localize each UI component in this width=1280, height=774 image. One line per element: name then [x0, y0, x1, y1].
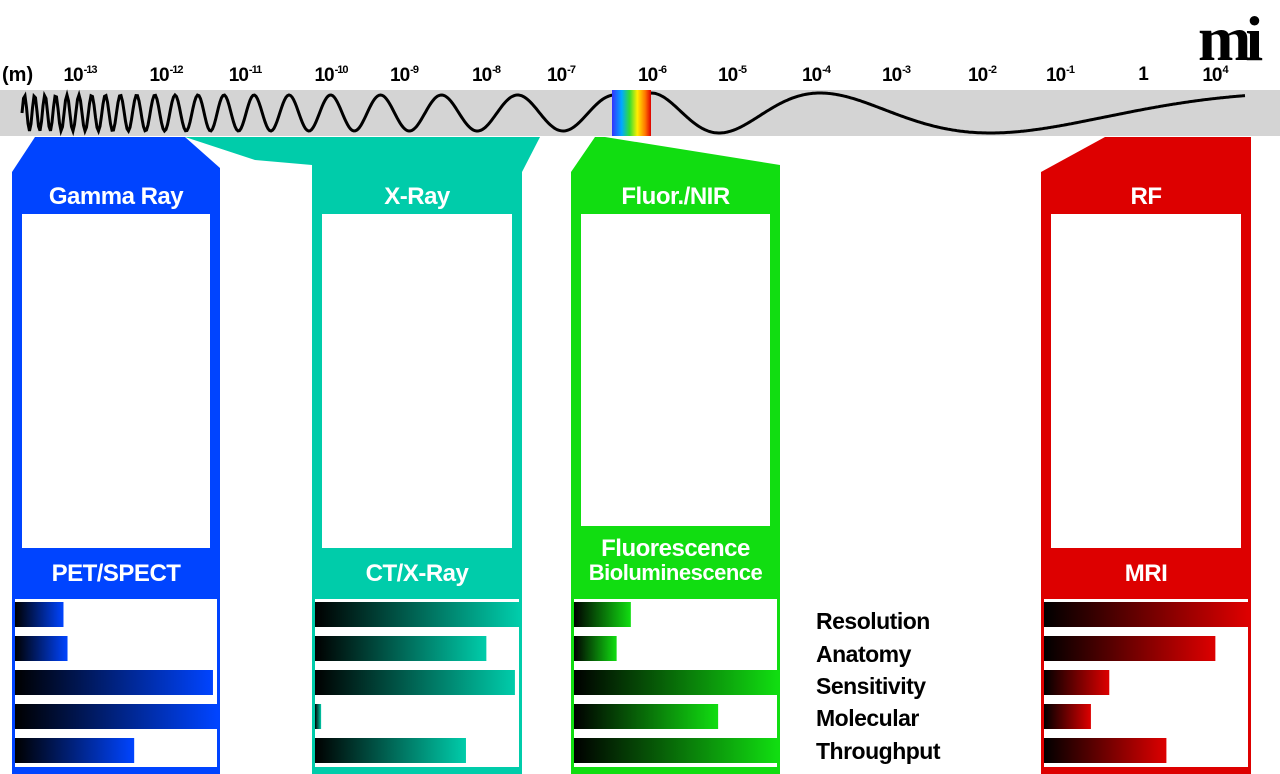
score-bar-sensitivity	[15, 670, 213, 695]
band-title: X-Ray	[384, 183, 450, 210]
score-bar-molecular	[15, 704, 217, 729]
technique-label: PET/SPECT	[51, 560, 181, 587]
score-bar-molecular	[315, 704, 322, 729]
score-bar-anatomy	[315, 636, 487, 661]
tick-base: 10	[472, 65, 492, 86]
score-bar-sensitivity	[574, 670, 777, 695]
metric-molecular: Molecular	[816, 705, 919, 731]
score-bar-anatomy	[1044, 636, 1216, 661]
tick-exponent: -3	[902, 64, 911, 76]
metric-anatomy: Anatomy	[816, 641, 911, 667]
score-bar-resolution	[15, 602, 64, 627]
wavelength-tick: 10-12	[149, 64, 184, 87]
tick-exponent: -1	[1066, 64, 1075, 76]
tick-exponent: 4	[1222, 64, 1229, 76]
tick-base: 10	[390, 65, 410, 86]
tick-exponent: -7	[567, 64, 576, 76]
wavelength-tick: 10-3	[882, 64, 911, 87]
score-bar-resolution	[574, 602, 631, 627]
image-placeholder	[322, 214, 512, 548]
wavelength-tick: 10-7	[547, 64, 576, 87]
tick-exponent: -10	[334, 64, 349, 76]
tick-exponent: -6	[658, 64, 667, 76]
wavelength-tick: 10-8	[472, 64, 501, 87]
visible-spectrum	[612, 90, 651, 136]
tick-exponent: -12	[169, 64, 184, 76]
tick-base: 10	[1202, 65, 1222, 86]
tick-base: 10	[638, 65, 658, 86]
score-bar-anatomy	[574, 636, 617, 661]
wavelength-tick: 10-9	[390, 64, 419, 87]
band-title: RF	[1130, 183, 1163, 210]
wavelength-tick: 10-6	[638, 64, 667, 87]
image-placeholder	[22, 214, 210, 548]
score-bar-molecular	[1044, 704, 1091, 729]
band-title: Gamma Ray	[48, 183, 184, 210]
technique-label: Fluorescence	[601, 535, 750, 562]
tick-exponent: -2	[988, 64, 997, 76]
score-bar-throughput	[574, 738, 777, 763]
tick-base: 10	[314, 65, 334, 86]
tick-base: 10	[228, 65, 249, 86]
wavelength-tick: 10-10	[314, 64, 349, 87]
wavelength-tick: 1	[1138, 64, 1149, 86]
score-bar-anatomy	[15, 636, 68, 661]
score-bar-molecular	[574, 704, 719, 729]
wavelength-tick: 10-5	[718, 64, 747, 87]
score-bar-throughput	[15, 738, 135, 763]
metric-throughput: Throughput	[816, 738, 941, 764]
tick-base: 10	[968, 65, 988, 86]
band-title: Fluor./NIR	[621, 183, 730, 210]
metric-sensitivity: Sensitivity	[816, 673, 926, 699]
score-bar-sensitivity	[315, 670, 515, 695]
score-bar-resolution	[315, 602, 519, 627]
technique-label: CT/X-Ray	[365, 560, 469, 587]
tick-exponent: -13	[83, 64, 98, 76]
tick-exponent: -9	[410, 64, 419, 76]
technique-label: Bioluminescence	[588, 560, 763, 585]
unit-label: (m)	[2, 64, 34, 86]
wavelength-tick: 104	[1202, 64, 1229, 87]
wave-line	[20, 89, 1246, 137]
tick-base: 10	[547, 65, 567, 86]
tick-exponent: -5	[738, 64, 747, 76]
tick-base: 10	[149, 65, 169, 86]
tick-base: 10	[802, 65, 822, 86]
technique-label: MRI	[1124, 560, 1168, 587]
tick-base: 10	[63, 65, 83, 86]
tick-base: 10	[882, 65, 902, 86]
image-placeholder	[1051, 214, 1241, 548]
wavelength-tick: 10-2	[968, 64, 997, 87]
tick-base: 10	[1046, 65, 1066, 86]
tick-base: 1	[1138, 64, 1149, 85]
tick-exponent: -4	[822, 64, 831, 76]
wavelength-tick: 10-13	[63, 64, 98, 87]
image-placeholder	[581, 214, 770, 526]
score-bar-sensitivity	[1044, 670, 1110, 695]
tick-exponent: -8	[492, 64, 501, 76]
wavelength-tick: 10-1	[1046, 64, 1075, 87]
score-bar-throughput	[315, 738, 466, 763]
logo: mi	[1198, 3, 1263, 74]
score-bar-resolution	[1044, 602, 1248, 627]
wavelength-tick: 10-11	[228, 64, 262, 87]
tick-base: 10	[718, 65, 738, 86]
wavelength-tick: 10-4	[802, 64, 831, 87]
metric-resolution: Resolution	[816, 608, 930, 634]
tick-exponent: -11	[248, 64, 262, 76]
score-bar-throughput	[1044, 738, 1167, 763]
